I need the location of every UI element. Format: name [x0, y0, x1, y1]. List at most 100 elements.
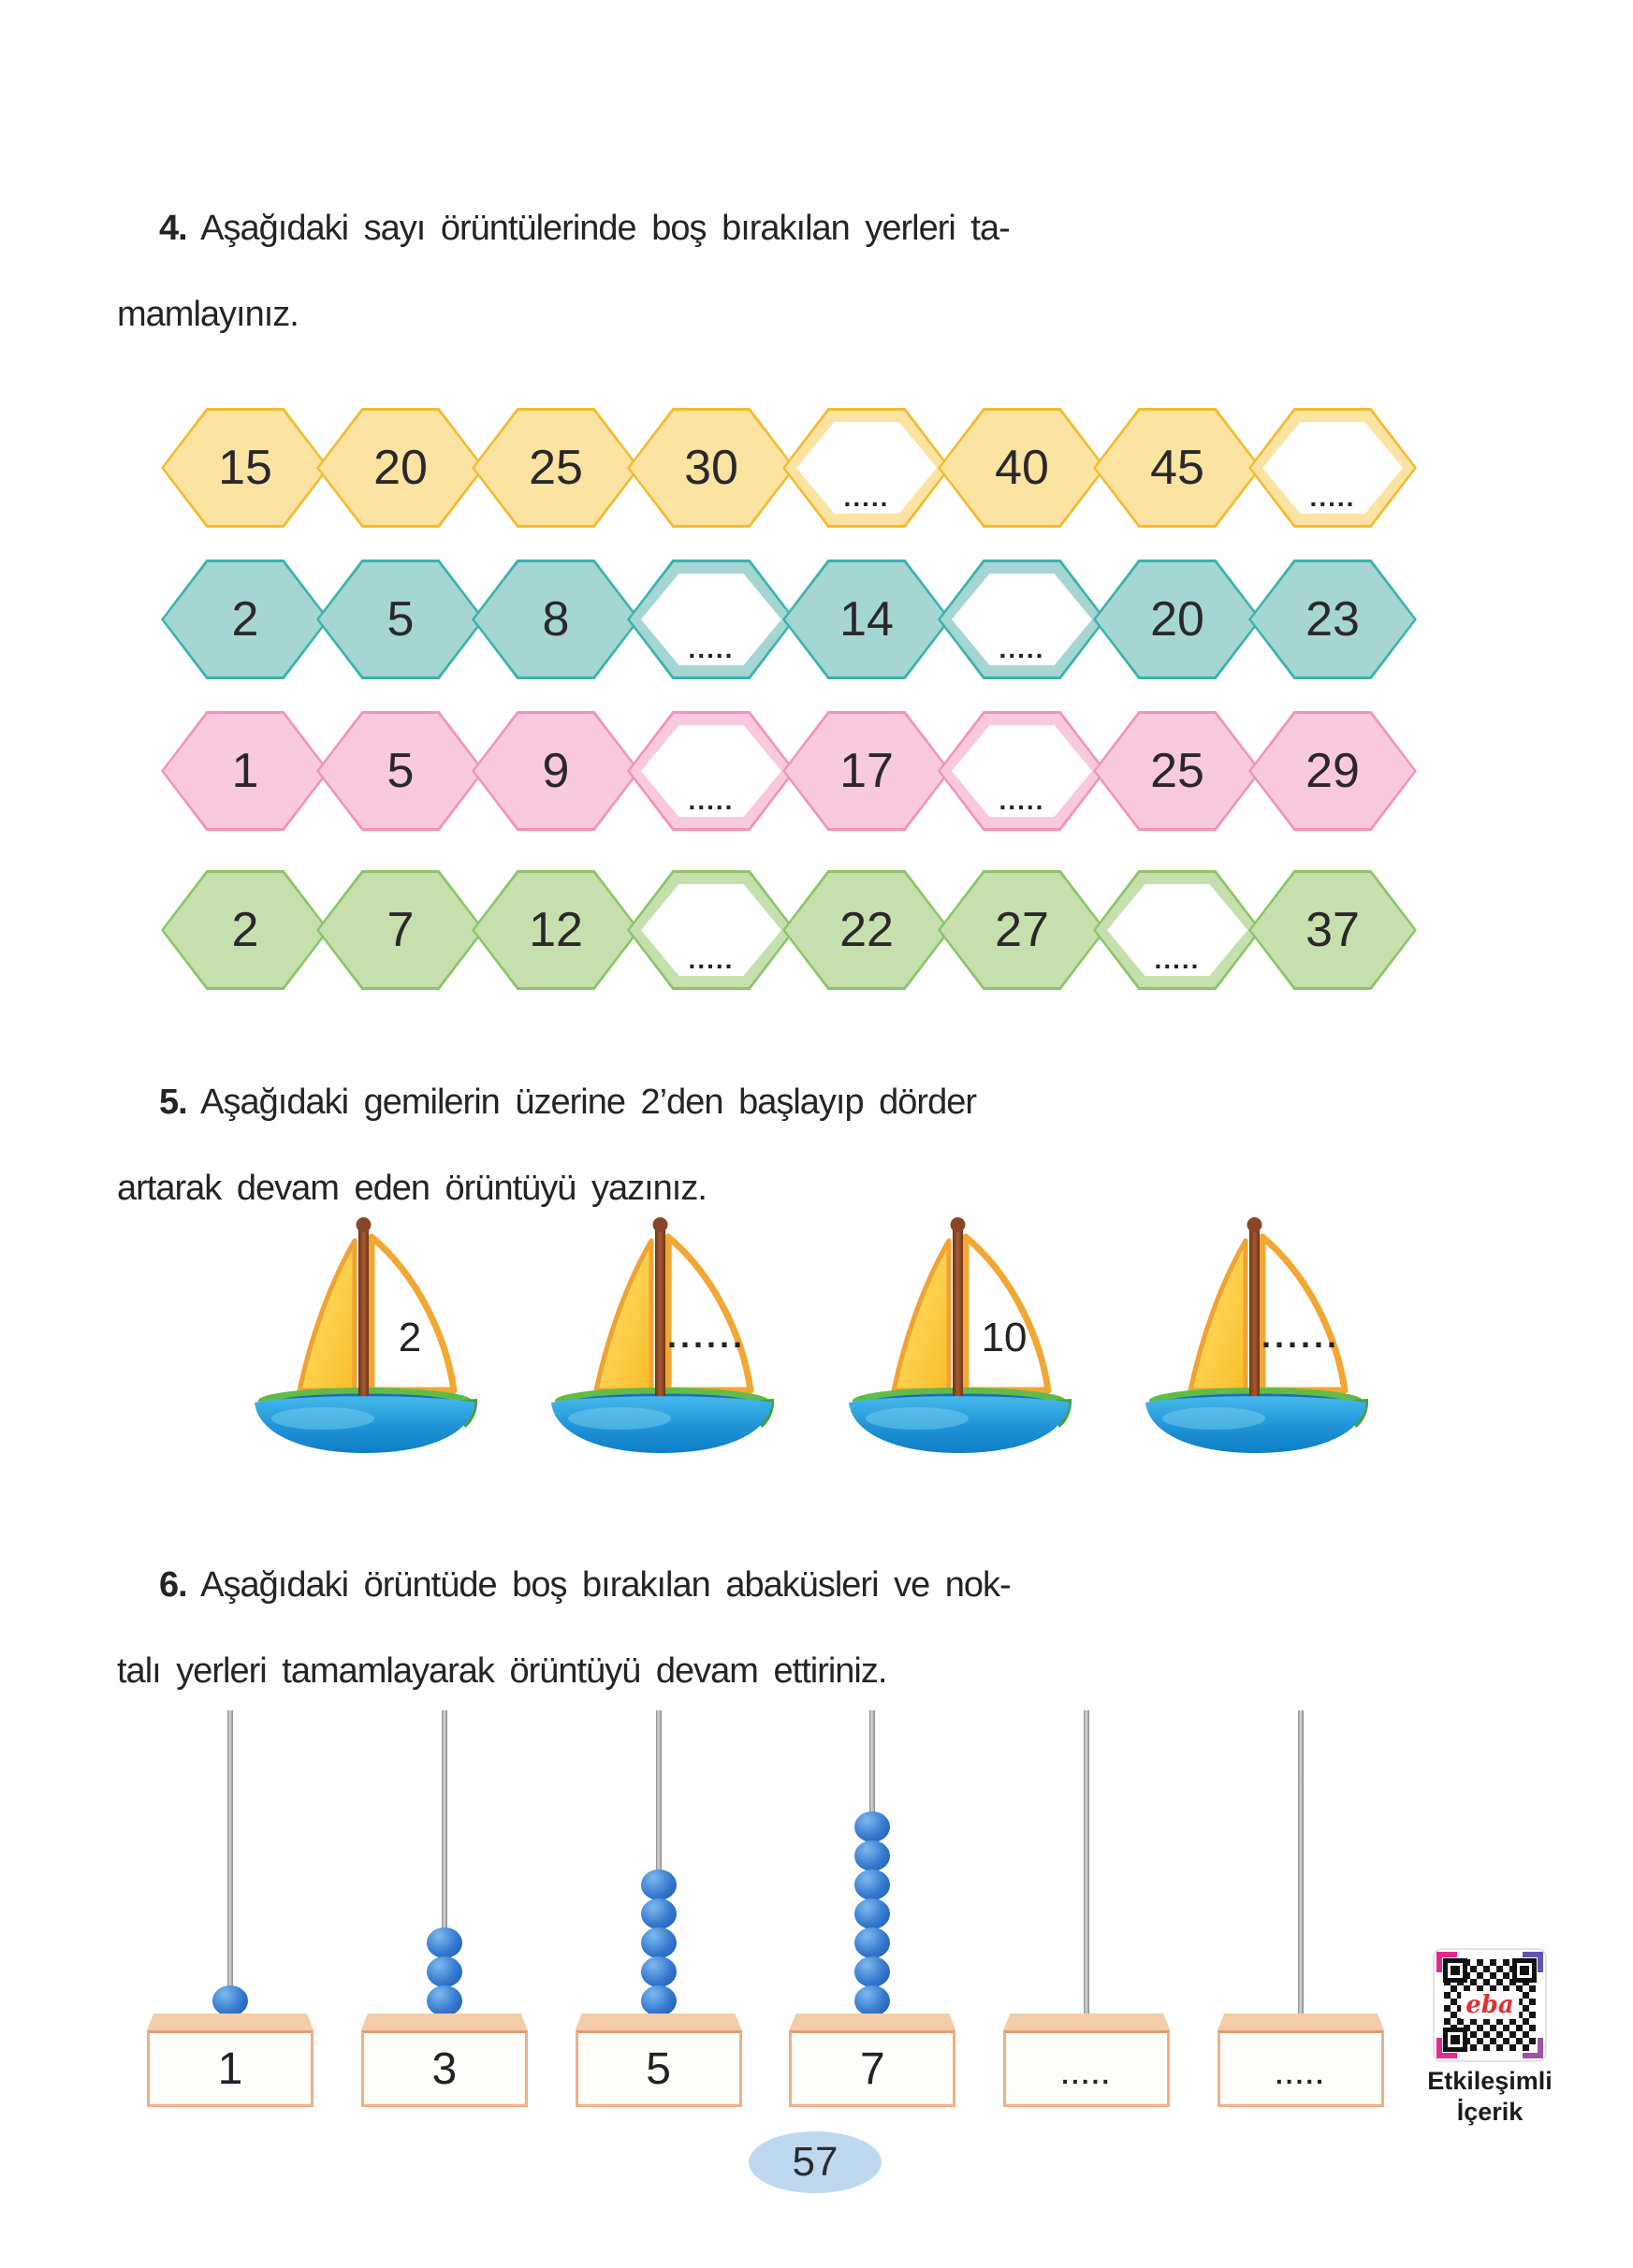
abacus-bead — [426, 1985, 462, 2016]
hexagon-cell: 8 — [472, 560, 640, 679]
answer-dots: ..... — [843, 483, 890, 512]
hexagon-cell: 1 — [161, 711, 329, 831]
hexagon-cell: 12 — [472, 870, 640, 990]
hexagon-value: 23 — [1305, 592, 1360, 647]
right-sail — [962, 1233, 1052, 1394]
boat-number: 2 — [399, 1315, 421, 1360]
bead-stack — [640, 1869, 677, 2016]
hexagon-cell: 14 — [782, 560, 951, 679]
exercise4-instruction: 4. Aşağıdaki sayı örüntülerinde boş bıra… — [117, 185, 1334, 357]
abacus-rod — [1297, 1710, 1304, 2019]
hexagon-blank-cell[interactable]: ..... — [627, 560, 795, 679]
hexagon-blank-cell[interactable]: ..... — [1093, 870, 1261, 990]
abacus-count-label: 1 — [217, 2043, 243, 2094]
qr-label-line2: İçerik — [1456, 2098, 1524, 2126]
qr-code[interactable]: eba — [1435, 1950, 1545, 2060]
left-sail — [297, 1238, 357, 1393]
abacus-count-label: 3 — [431, 2043, 458, 2094]
hexagon-row-yellow: 15 20 25 30 ..... 40 45 ..... — [161, 408, 1417, 528]
hexagon-blank-cell[interactable]: ..... — [782, 408, 951, 528]
qr-finder-icon — [1443, 1958, 1467, 1983]
right-sail — [368, 1233, 458, 1394]
page-number-badge: 57 — [749, 2131, 882, 2193]
hexagon-cell: 5 — [316, 560, 485, 679]
abacus-blank[interactable]: ..... — [997, 1710, 1176, 2107]
bead-stack — [854, 1811, 891, 2016]
abacus: 3 — [355, 1710, 534, 2107]
exercise6-number: 6. — [159, 1565, 188, 1605]
hexagon-value: 29 — [1305, 744, 1360, 798]
hexagon-cell: 25 — [1093, 711, 1261, 831]
hexagon-value: 1 — [231, 744, 259, 798]
abacus-bead — [854, 1898, 891, 1929]
hexagon-value: 25 — [529, 441, 583, 495]
abacus-bead — [854, 1840, 891, 1871]
hull — [1145, 1396, 1366, 1453]
answer-dots: ..... — [688, 786, 735, 815]
hexagon-cell: 27 — [938, 870, 1106, 990]
abacus-bead — [640, 1985, 677, 2016]
exercise6-line1: 6. Aşağıdaki örüntüde boş bırakılan abak… — [117, 1542, 1334, 1628]
abacus-blank[interactable]: ..... — [1211, 1710, 1391, 2107]
left-sail — [593, 1238, 654, 1393]
qr-corner-accent — [1523, 2038, 1543, 2058]
abacus-bead — [854, 1869, 891, 1900]
abacus-base: 3 — [360, 2014, 528, 2107]
hexagon-blank-cell[interactable]: ..... — [938, 560, 1106, 679]
abacus-bead — [426, 1956, 462, 1987]
exercise5-instruction: 5. Aşağıdaki gemilerin üzerine 2’den baş… — [117, 1059, 1334, 1231]
hexagon-cell: 20 — [316, 408, 485, 528]
hexagon-value: 2 — [231, 592, 259, 647]
abacus-rod — [1084, 1710, 1090, 2019]
abacus: 5 — [569, 1710, 749, 2107]
sailboat-illustration: ...... — [1145, 1217, 1369, 1453]
hull — [848, 1396, 1070, 1453]
hexagon-value: 5 — [386, 592, 415, 647]
exercise4-number: 4. — [159, 209, 188, 248]
sailboat-illustration: 2 — [255, 1217, 478, 1453]
answer-dots: ..... — [1154, 945, 1201, 974]
boat-number: 10 — [981, 1315, 1027, 1360]
hexagon-cell: 2 — [161, 870, 329, 990]
hexagon-blank-cell[interactable]: ..... — [627, 870, 795, 990]
hexagon-row-green: 2 7 12 ..... 22 27 ..... 37 — [161, 870, 1417, 990]
abacus-bead — [640, 1869, 677, 1900]
abacus-bead — [854, 1956, 891, 1987]
sailboat-illustration: 10 — [848, 1217, 1072, 1453]
hull — [255, 1396, 475, 1453]
abacus: 1 — [140, 1710, 320, 2107]
answer-dots: ..... — [1309, 483, 1356, 512]
hexagon-cell: 22 — [782, 870, 951, 990]
hexagon-cell: 5 — [316, 711, 485, 831]
answer-dots: ..... — [999, 786, 1045, 815]
hexagon-cell: 29 — [1248, 711, 1417, 831]
abacus-bead — [640, 1898, 677, 1929]
answer-dots: ..... — [688, 634, 735, 663]
hexagon-value: 15 — [218, 441, 272, 495]
hexagon-value: 17 — [839, 744, 894, 798]
abacus-bead — [854, 1811, 891, 1842]
eba-logo: eba — [1461, 1991, 1519, 2019]
hexagon-value: 37 — [1305, 903, 1360, 957]
hexagon-blank-cell[interactable]: ..... — [938, 711, 1106, 831]
bead-stack — [212, 1985, 248, 2016]
qr-label: Etkileşimli İçerik — [1426, 2066, 1553, 2128]
hexagon-blank-cell[interactable]: ..... — [1248, 408, 1417, 528]
hexagon-cell: 40 — [938, 408, 1106, 528]
abacus: 7 — [782, 1710, 962, 2107]
abacus-base: ..... — [1217, 2014, 1384, 2107]
hexagon-cell: 37 — [1248, 870, 1417, 990]
exercise5-text1: Aşağıdaki gemilerin üzerine 2’den başlay… — [200, 1083, 977, 1122]
hexagon-cell: 9 — [472, 711, 640, 831]
boat-answer-dots[interactable]: ...... — [1261, 1316, 1340, 1355]
hexagon-value: 2 — [231, 903, 259, 957]
qr-corner-accent — [1436, 1952, 1457, 1972]
hexagon-blank-cell[interactable]: ..... — [627, 711, 795, 831]
exercise4-line1: 4. Aşağıdaki sayı örüntülerinde boş bıra… — [117, 185, 1334, 271]
boat-answer-dots[interactable]: ...... — [667, 1316, 746, 1355]
hexagon-value: 7 — [386, 903, 415, 957]
hexagon-row-pink: 1 5 9 ..... 17 ..... 25 29 — [161, 711, 1417, 831]
hexagon-value: 27 — [995, 903, 1049, 957]
abacus-bead — [640, 1956, 677, 1987]
mast — [1248, 1224, 1260, 1417]
